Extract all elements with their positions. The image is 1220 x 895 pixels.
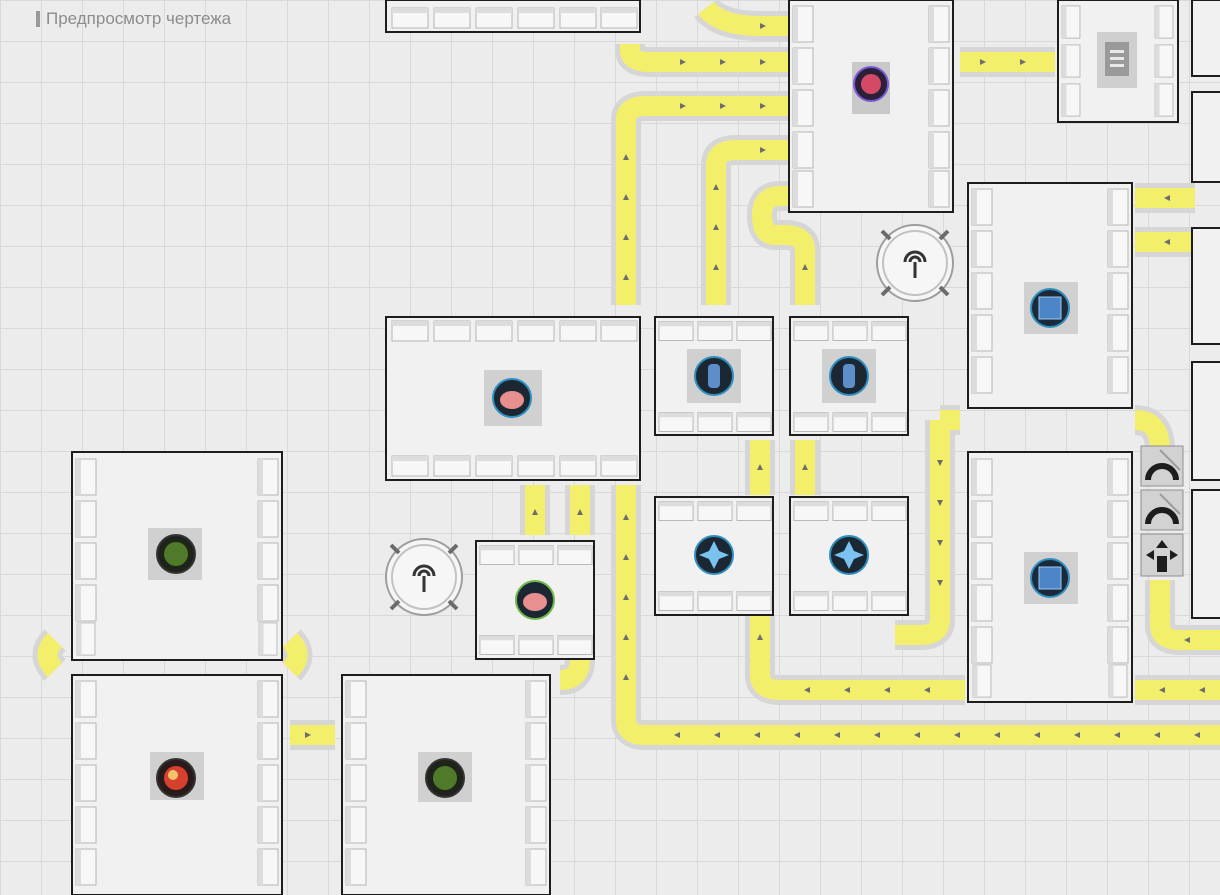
title-marker <box>36 11 40 27</box>
page-title: Предпросмотр чертежа <box>46 9 232 28</box>
machine-small-center[interactable] <box>475 540 595 660</box>
machine-refiner-left[interactable] <box>385 316 641 481</box>
conveyor-belts <box>32 0 1220 750</box>
machine-crystal-1[interactable] <box>654 316 774 436</box>
relay-tower-icon[interactable] <box>385 538 463 616</box>
machine-plant-left-top[interactable] <box>71 451 283 661</box>
direction-arrow-icon <box>1140 533 1184 577</box>
machine-berry-left-bottom[interactable] <box>71 674 283 895</box>
machine-gem-1[interactable] <box>654 496 774 616</box>
machine-crystal-2[interactable] <box>789 316 909 436</box>
machine-cube-upper[interactable] <box>967 182 1133 409</box>
blueprint-preview-title: Предпросмотр чертежа <box>36 9 231 29</box>
machine-right-edge[interactable] <box>1191 0 1220 619</box>
storage-list-icon <box>1105 42 1129 76</box>
bridge-splitter-icon <box>1140 445 1184 487</box>
relay-tower-icon[interactable] <box>876 224 954 302</box>
bridge-merger-icon <box>1140 489 1184 531</box>
machine-plant-bottom[interactable] <box>341 674 551 895</box>
machine-cube-lower[interactable] <box>967 451 1133 703</box>
machine-top-center[interactable] <box>788 0 954 213</box>
machine-top-strip[interactable] <box>385 0 641 33</box>
side-tool-buttons[interactable] <box>1140 445 1184 577</box>
belt-arrows <box>305 23 1205 738</box>
machine-gem-2[interactable] <box>789 496 909 616</box>
machine-top-right-storage[interactable] <box>1057 0 1179 123</box>
